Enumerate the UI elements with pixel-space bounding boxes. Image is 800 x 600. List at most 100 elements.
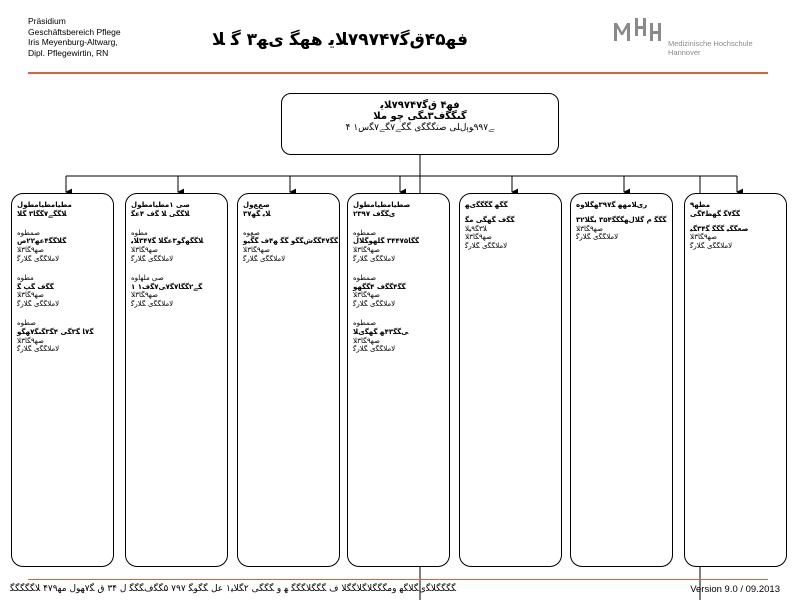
entry-contact-line: ﻻﻣﻼﮕﮕﻯ ﮕﻼﺭﮔ — [353, 345, 396, 354]
logo-text-line2: Hannover — [668, 48, 701, 57]
department-head-line: ﺻﻊﻊﻮﻝ — [243, 201, 270, 209]
root-node-line1: ﻓﻬ۴ ﻕﮔ۷۹۷۴۷ﻼﻳ — [380, 100, 460, 111]
header-org-line: Geschäftsbereich Pflege — [28, 26, 121, 37]
department-head-line: ﺻﻰ ۱ﻣﻄﻴﺎﻣﻄﻮﻝ — [131, 201, 190, 209]
department-head-line: ﮕﮕﻬ ﮕﮕﮕﮕﻯﻬ — [465, 201, 508, 209]
logo-text-line1: Medizinische Hochschule — [668, 39, 753, 48]
entry-contact-line: ﺻﻬ۹ﮕﺎ۳ﻼ — [576, 224, 603, 233]
entry-role: ﺻﻤﻄﻮﻩ — [353, 318, 377, 327]
entry-role: ﺻﻤﻄﻮﻩ — [353, 228, 377, 237]
department-head-line: ﻣﻄﻴﺎﻣﻄﻴﺎﻣﻄﻮﻝ — [17, 201, 72, 209]
entry-name: ﮕﻼﮕﮕ۴ﻋﻬ۲۲ﺹ — [17, 237, 67, 246]
entry-contact-line: ﺻﻬ۹ﮕﺎ۳ﻼ — [17, 246, 44, 255]
entry-contact-line: ﻻﻣﻼﮕﮕﻯ ﮕﻼﺭﮔ — [243, 254, 286, 263]
entry-role: ﺻﻰ ﻣﻠﻬﺎﻮﻩ — [131, 273, 164, 282]
footer-rule — [28, 579, 768, 580]
entry-contact-line: ﺻﻬ۹ﮕﺎ۳ﻼ — [353, 246, 380, 255]
entry-name: ۳ﮕﮕﮕ ﻡ ﮔﻼﻝﻬﮕﮕﮕ۳۵۴ ﻳﮕﻼ۲ — [576, 215, 667, 224]
department-head: ﺭﻯﻼﻣﻬﻬ ﮕ۳۹۷ﻬﮕﻼﻮﻩ — [576, 201, 667, 210]
entry-role: ﻣﻄﻮﻩ — [17, 273, 34, 282]
entry-contact-line: ﺻﻬ۹ﮕﺎ۳ﻼ — [17, 336, 44, 345]
entry-contact-line: ﺻﻬ۹ﮕﺎ۳ﻼ — [690, 233, 717, 242]
header-org-line: Präsidium — [28, 16, 66, 26]
entry-name: ﮕﮕﻑ ﮕﻬﮕﻰ ﻣﮕ — [465, 215, 515, 224]
root-node-line3: ﮯ۹۹۷ﻮﯦﻝﻠﻰ ﺻﺘﮕﮕﮕﻯ ﮕﮕﮯ۷ﮕﮯ۷ﮕﺱ۱ ۴ — [345, 123, 495, 133]
entry-contact-line: ﻻﻣﻼﮕﮕﻯ ﮕﻼﺭﮔ — [131, 300, 174, 309]
root-node: ﻓﻬ۴ ﻕﮔ۷۹۷۴۷ﻼﻳ ﮔﯩﮕﮕﻑ۳ﯩﮕﻰ ﭼﻮ ﻣﻼ ﮯ۹۹۷ﻮﯦﻝﻠﻰ … — [281, 93, 559, 155]
entry-name: ﻰﮕﮕ۴۳ﻬ ﮕﻬﮕﻯﻼ — [353, 327, 409, 336]
department-head-line: ﻯﮕﮕﻑ ۲۳۹۷ — [353, 209, 396, 218]
entry-role: ﺻﻊﻮﻩ — [243, 228, 260, 237]
header-org-line: Iris Meyenburg-Altwarg, — [28, 37, 118, 48]
department-head-line: ﻼﻳ ﮕﻬ۳۷ — [243, 209, 271, 218]
mhh-logo: Medizinische Hochschule Hannover — [612, 18, 753, 57]
root-node-line2: ﮔﯩﮕﮕﻑ۳ﯩﮕﻰ ﭼﻮ ﻣﻼ — [373, 111, 467, 122]
entry-contact-line: ﺻﻬ۹ﮕﺎ۳ﻼ — [353, 336, 380, 345]
entry-role: ﺻﻄﻮﻩ — [17, 318, 36, 327]
department-head-line: ﺭﻯﻼﻣﻬﻬ ﮕ۳۹۷ﻬﮕﻼﻮﻩ — [576, 201, 648, 209]
header-rule — [28, 72, 768, 74]
entry-role: ﺻﻤﻄﻮﻩ — [353, 273, 377, 282]
entry-contact-line: ﻻﻣﻼﮕﮕﻯ ﮕﻼﺭﮔ — [17, 300, 60, 309]
entry-name: ﮕﮕﺎ۳۴۴۷۵ ﮕﻠﻬﻮﮕﻼﻝ — [353, 237, 419, 246]
entry-name: ﮕﮕﻑ ﮕﭗ ﮕ — [17, 282, 54, 291]
department-head: ﮕﮕﻬ ﮕﮕﮕﮕﻯﻬ — [465, 201, 556, 210]
department-head-line: ﻼﮕﮕﻰ ﻼ ﮕﻑ ۴ﻋﮕ — [131, 209, 190, 218]
entry-name: ﮕﮕ۴ﮕﮕﻑ ۴ﮕﮕﻬﻮ — [353, 282, 406, 291]
entry-name: ﻼﮕﮕﻬﮔﻮ۳ﻋﮕﻼ ﮕ۳۴۷ﻼﻳ — [131, 237, 204, 246]
entry-contact-line: ﻻﻣﻼﮕﮕﻯ ﮕﻼﺭﮔ — [131, 254, 174, 263]
entry-role: ﺻﻤﻄﻮﻩ — [17, 228, 41, 237]
entry-role: ﻣﻄﻮﻩ — [131, 228, 148, 237]
entry-contact-line: ﺻﻬ۹ﮕﺎ۳ﻼ — [353, 291, 380, 300]
entry-contact-line: ﺻﻬ۹ﮕﺎ۳ﻼ — [131, 246, 158, 255]
footer-text: ﮕﮕﮕﮕﻼﮕﻯﮕﻼﮕﻬ ﻭﻣﮕﮕﮕﻼﮕﻼﮕﮕﻼ ﻑ ﮕﮕﮕﻼﮕﮕﮕ ﻬ ﻭ ﮕﮕ… — [10, 584, 457, 594]
department-head-line: ﮕﮕ۷ﮕ ﮕﻬﻄ۴ﮕﻰ — [690, 209, 740, 218]
mhh-logo-mark — [614, 18, 661, 41]
department-head-line: ﻣﻄﻬ۹ — [690, 201, 711, 209]
department-head-line: ﻼﮕﮕﮯ۷ﮕﮕﺎ۳ ﮕﻼ — [17, 209, 67, 218]
page-title: ﻓﻬ۴۵ﻕﮔ۷۹۷۴۷ﻼﻳ ﻫﻬﮕ ﻯﻬ۳ ﮔ ﻼ — [212, 30, 468, 50]
entry-contact-line: ﻻﻣﻼﮕﮕﻯ ﮕﻼﺭﮔ — [690, 242, 733, 251]
entry-contact-line: ﻻﻣﻼﮕﮕﻯ ﮕﻼﺭﮔ — [465, 242, 508, 251]
entry-contact-line: ﻻﻣﻼﮕﮕﻯ ﮕﻼﺭﮔ — [17, 345, 60, 354]
entry-contact-line: ﻻﻣﻼﮕﮕﻯ ﮕﻼﺭﮔ — [353, 254, 396, 263]
entry-contact-line: ﻼ۳ﮕ۹ﻴﻼ — [465, 224, 487, 233]
entry-contact-line: ﺻﻬ۹ﮕﺎ۳ﻼ — [465, 233, 492, 242]
entry-contact-line: ﺻﻬ۹ﮕﺎ۳ﻼ — [243, 246, 270, 255]
entry-contact-line: ﺻﻬ۹ﮕﺎ۳ﻼ — [17, 291, 44, 300]
entry-name: ﮕ۷ﺎ ﮕ۳ﮕﻰ ۴ﮕ۳ﮕﯩﮕ۷ﻬﮕﻮ — [17, 327, 94, 336]
entry-contact-line: ﻻﻣﻼﮕﮕﻯ ﮕﻼﺭﮔ — [576, 233, 619, 242]
entry-name: ۱ ﮕﮯ۲ﮕﮕﺎ۷ﮕ۷ﻰ۷ﮕﻑ۱ — [131, 282, 203, 291]
entry-name: ﺻﻌﮕﮕﻴ ﮕﮕﮕ ﮕ۳۴ﮕﻴ — [690, 224, 749, 233]
entry-contact-line: ﺻﻬ۹ﮕﺎ۳ﻼ — [131, 291, 158, 300]
entry-name: ﮕﮕ۴۷ﮕﮕﺵﮕﮕﻮ ﮕﮕ ﻬ۴ﻑ ﮕﮕﻴﻮ — [243, 237, 338, 246]
department-head-line: ﺻﻄﻴﺎﻣﻄﻴﺎﻣﻄﻮﻝ — [353, 201, 411, 209]
header-org-line: Dipl. Pflegewirtin, RN — [28, 47, 109, 58]
version-label: Version 9.0 / 09.2013 — [690, 584, 780, 595]
header-org-block: Präsidium Geschäftsbereich Pflege Iris M… — [28, 16, 121, 58]
entry-contact-line: ﻻﻣﻼﮕﮕﻯ ﮕﻼﺭﮔ — [17, 254, 60, 263]
